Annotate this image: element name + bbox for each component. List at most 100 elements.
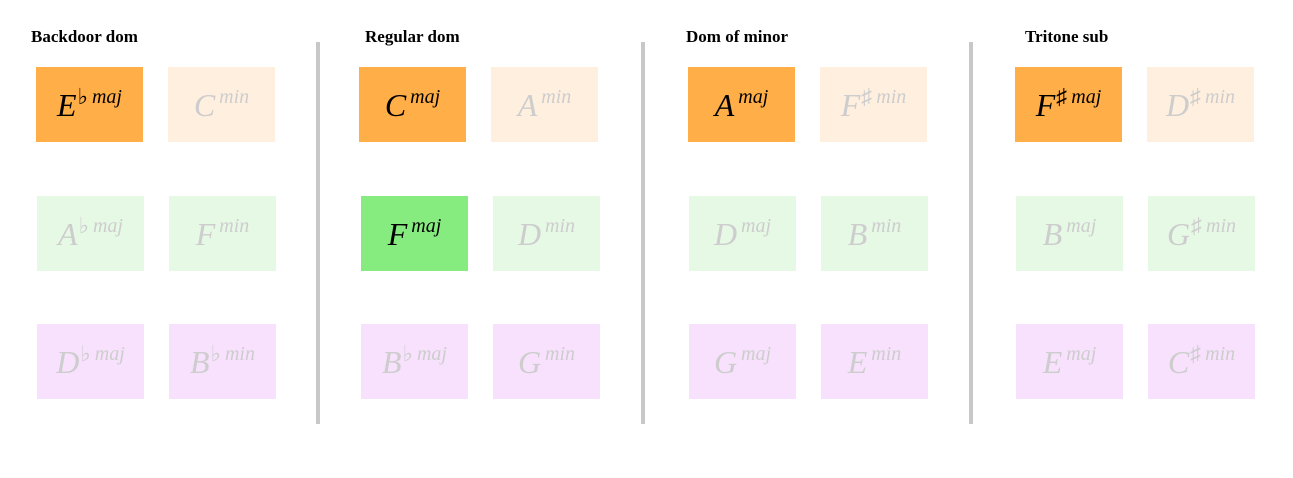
chord-quality: maj (410, 85, 441, 108)
chord-quality: maj (1066, 214, 1097, 237)
chord-label: A♭maj (58, 214, 123, 250)
chord-quality: maj (94, 342, 125, 365)
chord-root: G (1166, 215, 1191, 252)
section-divider (641, 42, 645, 424)
chord-root: C (1167, 343, 1190, 380)
chord-label: D♯min (1166, 83, 1236, 121)
chord-root: B (1042, 215, 1063, 252)
section-backdoor-dom: Backdoor dom (0, 0, 300, 478)
chord-quality: min (1205, 85, 1236, 108)
chord-root: G (713, 343, 738, 380)
section-divider (316, 42, 320, 424)
section-title: Tritone sub (1025, 27, 1109, 46)
chord-card[interactable]: D♯min (1147, 67, 1254, 142)
chord-quality: min (1205, 342, 1236, 365)
section-title: Regular dom (365, 27, 460, 46)
chord-label: D♭maj (56, 340, 125, 378)
chord-accidental: ♭ (77, 83, 88, 109)
section-divider (969, 42, 973, 424)
chord-quality: maj (91, 85, 122, 108)
chord-accidental: ♯ (1191, 212, 1203, 238)
chord-root: B (847, 215, 868, 252)
chord-label: G♯min (1166, 212, 1237, 252)
chord-accidental: ♭ (210, 340, 221, 366)
chord-root: B (190, 343, 210, 380)
chord-root: F (1035, 86, 1056, 123)
chord-card[interactable]: A♭maj (37, 196, 144, 271)
section-dom-of-minor: Dom of minor (0, 0, 788, 478)
chord-root: E (57, 86, 77, 123)
chord-quality: min (545, 214, 576, 237)
chord-quality: min (1206, 214, 1237, 237)
chord-accidental: ♭ (80, 340, 91, 366)
chord-root: C (384, 86, 407, 123)
chord-quality: maj (738, 85, 769, 108)
chord-quality: maj (1066, 342, 1097, 365)
chord-card[interactable]: F♯maj (1015, 67, 1122, 142)
chord-card[interactable]: B♭maj (361, 324, 468, 399)
chord-root: E (847, 343, 868, 380)
chord-label: F♯min (840, 83, 907, 123)
chord-root: E (1042, 343, 1063, 380)
chord-root: F (840, 86, 861, 123)
chord-label: E♭maj (57, 83, 122, 123)
chord-quality: maj (416, 342, 447, 365)
chord-label: B♭min (190, 340, 255, 380)
chord-quality: maj (1071, 85, 1102, 108)
section-tritone-sub: Tritone sub (0, 0, 1108, 478)
chord-quality: min (541, 85, 572, 108)
chord-quality: min (224, 342, 255, 365)
chord-card[interactable]: E♭maj (36, 67, 143, 142)
chord-root: F (387, 215, 408, 252)
chord-root: F (195, 215, 216, 252)
chord-root: C (193, 86, 216, 123)
section-title: Backdoor dom (31, 27, 138, 46)
section-regular-dom: Regular dom (0, 0, 460, 478)
chord-accidental: ♭ (402, 340, 413, 366)
chord-root: A (517, 86, 538, 123)
chord-card[interactable]: D♭maj (37, 324, 144, 399)
chord-root: A (714, 86, 735, 123)
chord-quality: maj (741, 342, 772, 365)
chord-card[interactable]: C♯min (1148, 324, 1255, 399)
chord-quality: maj (411, 214, 442, 237)
chord-label: C♯min (1167, 340, 1236, 380)
chord-accidental: ♯ (1190, 83, 1202, 109)
chord-accidental: ♯ (1190, 340, 1202, 366)
chord-quality: min (871, 214, 902, 237)
chord-quality: min (876, 85, 907, 108)
chord-card[interactable]: B♭min (169, 324, 276, 399)
chord-card[interactable]: G♯min (1148, 196, 1255, 271)
chord-accidental: ♯ (861, 83, 873, 109)
chord-label: B♭maj (382, 340, 447, 380)
chord-quality: maj (741, 214, 772, 237)
chord-root: B (382, 343, 402, 380)
section-title: Dom of minor (686, 27, 788, 46)
chord-root: G (517, 343, 542, 380)
chord-card[interactable]: F♯min (820, 67, 927, 142)
